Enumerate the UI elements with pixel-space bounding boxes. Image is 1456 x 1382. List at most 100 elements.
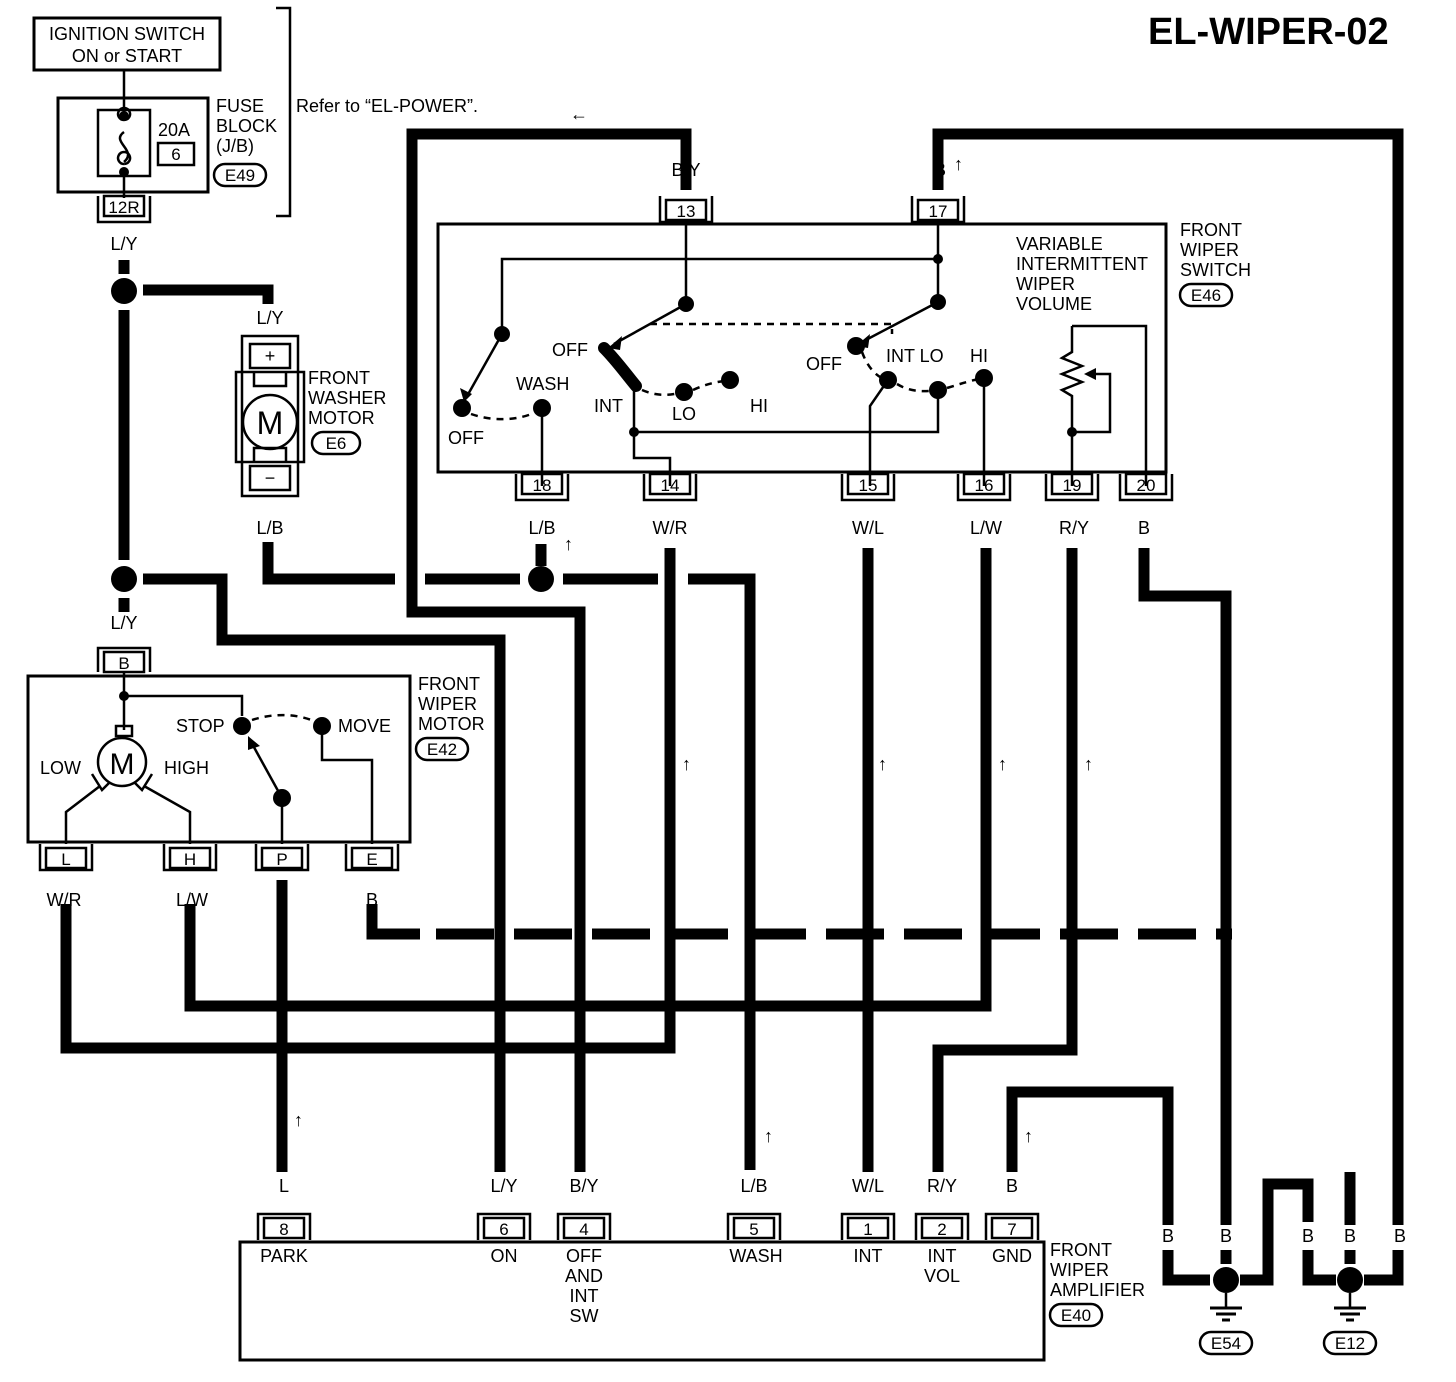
- amp-label-int-sw-1: INT: [570, 1286, 599, 1306]
- wiper-motor-id: E42: [427, 740, 457, 759]
- switch-pin-16: 16: [975, 476, 994, 495]
- switch-pin-13: 13: [677, 202, 696, 221]
- motor-pin-l: L: [61, 850, 70, 869]
- refer-bracket: [276, 6, 292, 218]
- wire-label-sw18: L/B: [528, 518, 555, 538]
- washer-motor-symbol: M: [257, 405, 284, 441]
- wire-label-ly-2: L/Y: [256, 308, 283, 328]
- switch-int-a-label: INT: [594, 396, 623, 416]
- wiper-motor-name-1: FRONT: [418, 674, 480, 694]
- switch-hi-b-label: HI: [970, 346, 988, 366]
- arrow-left: ←: [570, 104, 588, 124]
- amp-label-int-vol-1: INT: [928, 1246, 957, 1266]
- amplifier-id: E40: [1061, 1306, 1091, 1325]
- motor-high-label: HIGH: [164, 758, 209, 778]
- wiper-motor-name-2: WIPER: [418, 694, 477, 714]
- ignition-switch-label-1: IGNITION SWITCH: [49, 24, 205, 44]
- amp-wire-2: R/Y: [927, 1176, 957, 1196]
- switch-pin-20: 20: [1137, 476, 1156, 495]
- washer-motor-name-2: WASHER: [308, 388, 386, 408]
- arrow-up-19: ↑: [1084, 754, 1093, 774]
- ground-wire-label-2: B: [1220, 1226, 1232, 1246]
- arrow-up-15: ↑: [878, 754, 887, 774]
- arrow-up-17: ↑: [954, 154, 963, 174]
- washer-motor-name-3: MOTOR: [308, 408, 375, 428]
- amp-wire-6: L/Y: [490, 1176, 517, 1196]
- amp-label-sw: SW: [570, 1306, 599, 1326]
- volume-label-4: VOLUME: [1016, 294, 1092, 314]
- amp-label-park: PARK: [260, 1246, 308, 1266]
- wiper-switch-id: E46: [1191, 286, 1221, 305]
- ground-id-e54: E54: [1211, 1334, 1241, 1353]
- wire-label-m-lw: L/W: [176, 890, 208, 910]
- motor-pin-p: P: [276, 850, 287, 869]
- switch-pin-19: 19: [1063, 476, 1082, 495]
- amp-label-on: ON: [491, 1246, 518, 1266]
- wire-label-lb: L/B: [256, 518, 283, 538]
- amp-label-and: AND: [565, 1266, 603, 1286]
- wire-label-sw16: L/W: [970, 518, 1002, 538]
- fuse-number: 6: [171, 145, 180, 164]
- fuse-block-name-2: BLOCK: [216, 116, 277, 136]
- wiper-switch-name-1: FRONT: [1180, 220, 1242, 240]
- motor-stop-label: STOP: [176, 716, 225, 736]
- arrow-up-16: ↑: [998, 754, 1007, 774]
- switch-off-b-label: OFF: [448, 428, 484, 448]
- wiper-switch-box: [436, 222, 1168, 474]
- switch-int-contact: [598, 342, 642, 392]
- washer-minus: −: [265, 468, 276, 488]
- amp-pin-8: 8: [279, 1220, 288, 1239]
- switch-lo-a-label: LO: [672, 404, 696, 424]
- switch-hi-a-label: HI: [750, 396, 768, 416]
- ground-id-e12: E12: [1335, 1334, 1365, 1353]
- wiper-switch-name-2: WIPER: [1180, 240, 1239, 260]
- volume-label-2: INTERMITTENT: [1016, 254, 1148, 274]
- wiper-switch-name-3: SWITCH: [1180, 260, 1251, 280]
- fuse-block-name-3: (J/B): [216, 136, 254, 156]
- amplifier-pins: L 8 PARK L/Y 6 ON B/Y 4 OFF AND INT SW L…: [256, 1176, 1040, 1326]
- switch-off-a-label: OFF: [552, 340, 588, 360]
- amplifier-name-1: FRONT: [1050, 1240, 1112, 1260]
- ground-wire-label-4: B: [1302, 1226, 1314, 1246]
- washer-motor-box: [240, 334, 300, 498]
- wiper-motor-name-3: MOTOR: [418, 714, 485, 734]
- amp-wire-4: B/Y: [569, 1176, 598, 1196]
- diagram-title: EL-WIPER-02: [1148, 11, 1389, 53]
- amp-wire-5: L/B: [740, 1176, 767, 1196]
- washer-plus: +: [265, 346, 276, 366]
- arrow-up-14: ↑: [682, 754, 691, 774]
- volume-label-1: VARIABLE: [1016, 234, 1103, 254]
- motor-pin-b: B: [118, 654, 129, 673]
- arrow-up-gnd: ↑: [1024, 1126, 1033, 1146]
- ignition-switch-box: [32, 16, 222, 72]
- fuse-block-box: [56, 96, 210, 194]
- switch-pin-14: 14: [661, 476, 680, 495]
- wire-label-m-b: B: [366, 890, 378, 910]
- wiper-motor-symbol: M: [110, 748, 135, 781]
- switch-int-lo-label: INT LO: [886, 346, 944, 366]
- ground-splice-e54: [1213, 1267, 1239, 1293]
- wire-label-by-top: B/Y: [671, 160, 700, 180]
- amp-wire-8: L: [279, 1176, 289, 1196]
- amp-wire-1: W/L: [852, 1176, 884, 1196]
- switch-off-c-label: OFF: [806, 354, 842, 374]
- amplifier-box: [238, 1240, 1046, 1362]
- switch-wash-label: WASH: [516, 374, 569, 394]
- refer-note: Refer to “EL-POWER”.: [296, 96, 478, 116]
- wire-label-ly-1: L/Y: [110, 234, 137, 254]
- amp-pin-6: 6: [499, 1220, 508, 1239]
- fuse-block-id: E49: [225, 166, 255, 185]
- variable-resistor-icon: [1058, 326, 1086, 486]
- wire-label-sw14: W/R: [653, 518, 688, 538]
- ground-wire-label-6: B: [1394, 1226, 1406, 1246]
- washer-motor-name-1: FRONT: [308, 368, 370, 388]
- volume-label-3: WIPER: [1016, 274, 1075, 294]
- amplifier-name-2: WIPER: [1050, 1260, 1109, 1280]
- switch-bottom-pins: 18 14 15 16 19 20: [514, 472, 1174, 502]
- wire-label-sw20: B: [1138, 518, 1150, 538]
- amp-label-gnd: GND: [992, 1246, 1032, 1266]
- ground-wire-label-1: B: [1162, 1226, 1174, 1246]
- motor-pin-e: E: [366, 850, 377, 869]
- wire-label-m-wr: W/R: [47, 890, 82, 910]
